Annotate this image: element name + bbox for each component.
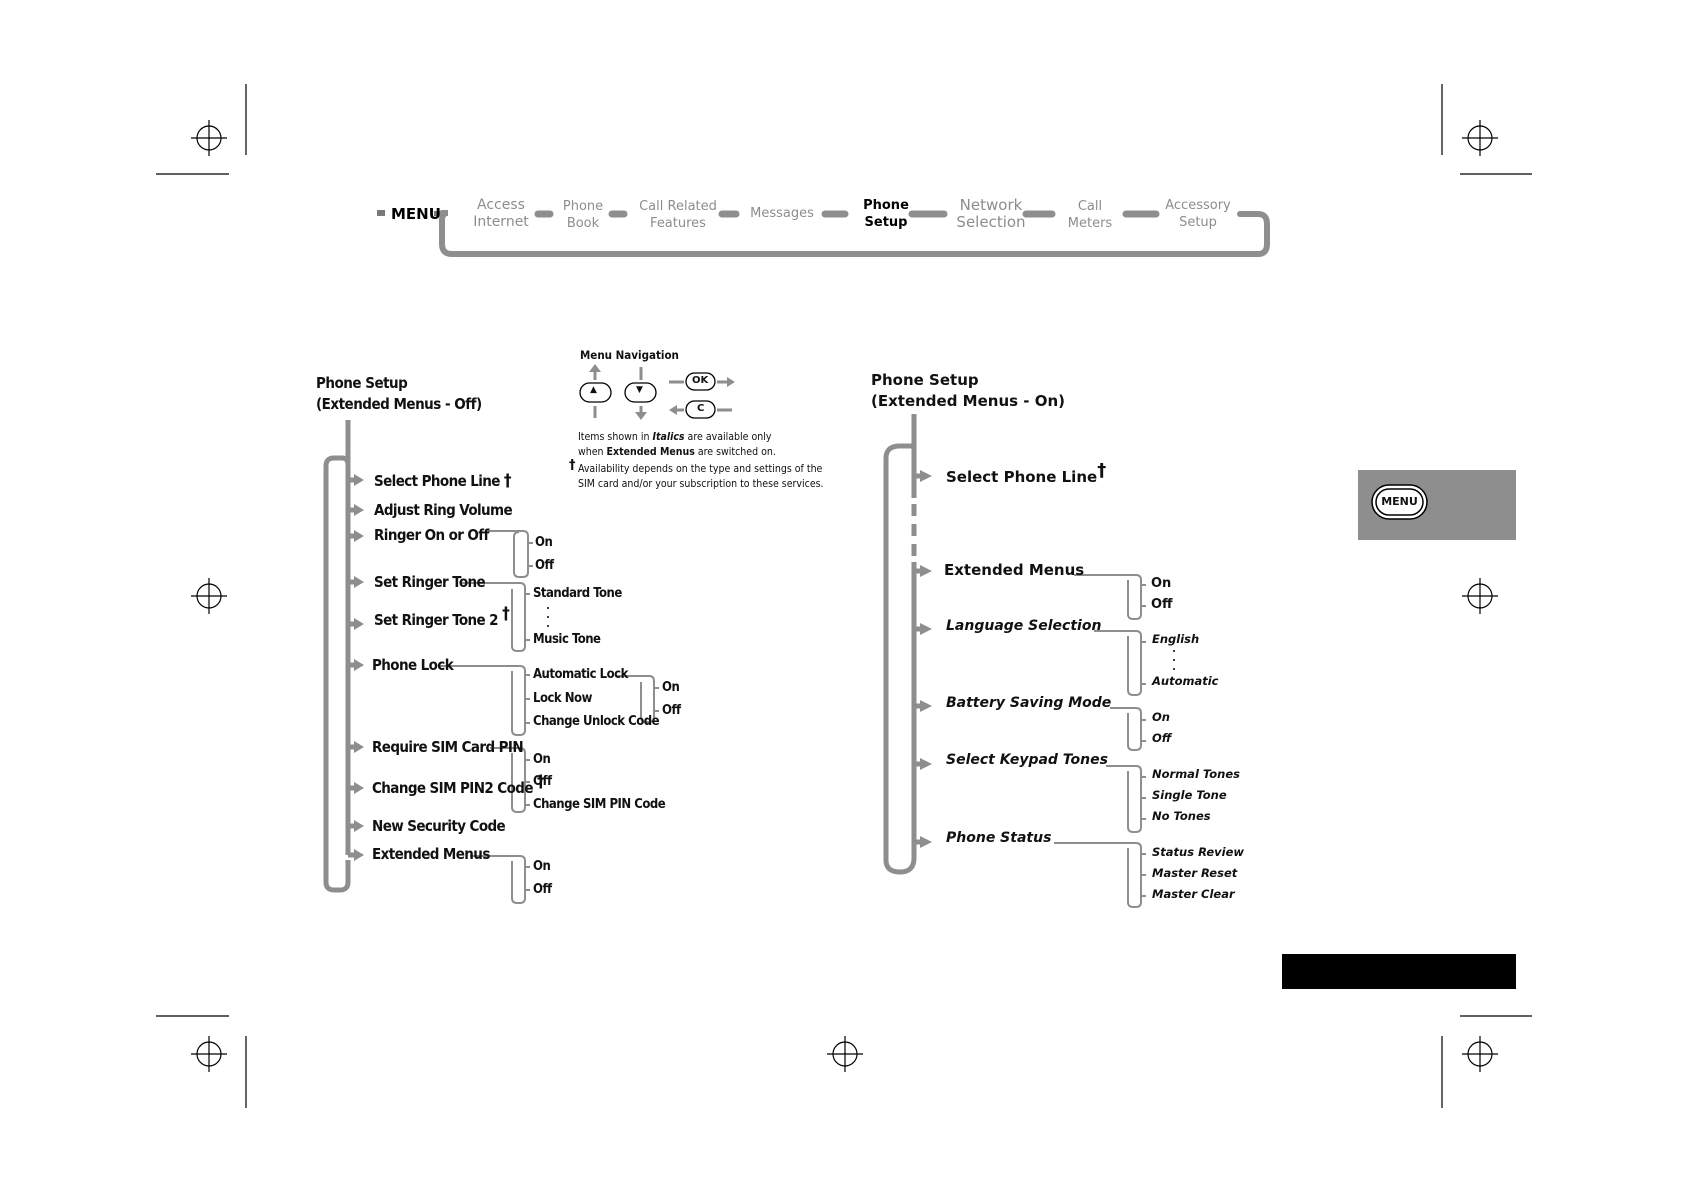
c-key-label: C (697, 403, 705, 414)
right-item-select-phone-line[interactable]: Select Phone Line† (946, 460, 1107, 486)
down-key-label: ▼ (636, 385, 643, 395)
left-item-require-sim-pin[interactable]: Require SIM Card PIN (372, 738, 524, 756)
menu-key-inner (1375, 488, 1424, 516)
left-sub-pin-on[interactable]: On (533, 752, 551, 767)
left-sub-ringer-off[interactable]: Off (535, 558, 554, 573)
right-sub-no-tones[interactable]: No Tones (1152, 809, 1211, 823)
nav-legend-graphic (579, 372, 716, 419)
availability-note: Availability depends on the type and set… (578, 463, 824, 490)
left-sub-auto-lock-off[interactable]: Off (662, 703, 681, 718)
right-sub-battery-on[interactable]: On (1152, 710, 1170, 724)
dagger-mark: † (503, 471, 512, 491)
dagger-mark: † (536, 772, 545, 792)
right-sub-master-clear[interactable]: Master Clear (1152, 887, 1235, 901)
left-sub-ext-off[interactable]: Off (533, 882, 552, 897)
registration-marks (191, 120, 1498, 1072)
right-item-language-selection[interactable]: Language Selection (946, 618, 1102, 634)
left-item-ringer-on-off[interactable]: Ringer On or Off (374, 526, 489, 544)
right-item-battery-saving-mode[interactable]: Battery Saving Mode (946, 695, 1112, 711)
right-sub-ext-on[interactable]: On (1151, 576, 1172, 591)
right-tree-dots (1173, 650, 1175, 670)
left-tree-title: Phone Setup (Extended Menus - Off) (316, 374, 482, 413)
dagger-mark: † (502, 604, 510, 624)
left-sub-pin-off[interactable]: Off (533, 774, 552, 789)
right-sub-single-tone[interactable]: Single Tone (1152, 788, 1227, 802)
right-sub-battery-off[interactable]: Off (1152, 731, 1172, 745)
right-item-extended-menus[interactable]: Extended Menus (944, 561, 1085, 579)
left-item-set-ringer-tone-2[interactable]: Set Ringer Tone 2 † (374, 604, 510, 629)
left-tree-dots (547, 607, 549, 627)
left-sub-automatic-lock[interactable]: Automatic Lock (533, 667, 628, 682)
left-sub-lock-now[interactable]: Lock Now (533, 691, 592, 706)
left-item-select-phone-line[interactable]: Select Phone Line † (374, 471, 512, 491)
right-item-select-keypad-tones[interactable]: Select Keypad Tones (946, 752, 1108, 768)
left-sub-change-unlock-code[interactable]: Change Unlock Code (533, 714, 660, 729)
right-sub-normal-tones[interactable]: Normal Tones (1152, 767, 1240, 781)
right-tree-graphic (883, 414, 1146, 908)
left-tree-graphic (323, 420, 659, 904)
black-bar (1282, 954, 1516, 989)
left-item-phone-lock[interactable]: Phone Lock (372, 656, 454, 674)
right-sub-ext-off[interactable]: Off (1151, 597, 1173, 612)
left-sub-change-sim-pin[interactable]: Change SIM PIN Code (533, 797, 666, 812)
right-sub-master-reset[interactable]: Master Reset (1152, 866, 1238, 880)
left-sub-music-tone[interactable]: Music Tone (533, 632, 601, 647)
right-item-phone-status[interactable]: Phone Status (946, 830, 1052, 846)
left-item-change-sim-pin2[interactable]: Change SIM PIN2 Code † (372, 772, 545, 797)
up-key-label: ▲ (590, 385, 597, 395)
dagger-mark: † (1097, 460, 1107, 481)
menu-bar-graphic (377, 210, 1270, 257)
nav-legend-arrows (589, 364, 735, 420)
side-tab-menu-label[interactable]: MENU (1381, 495, 1418, 508)
menu-item-messages[interactable]: Messages (750, 206, 814, 221)
menu-root-label[interactable]: MENU (391, 205, 441, 223)
nav-legend-title: Menu Navigation (580, 348, 679, 362)
left-item-set-ringer-tone[interactable]: Set Ringer Tone (374, 573, 486, 591)
right-tree-title: Phone Setup (Extended Menus - On) (871, 371, 1066, 410)
left-item-adjust-ring-volume[interactable]: Adjust Ring Volume (374, 501, 513, 519)
italics-note: Items shown in Italics are available onl… (578, 431, 776, 458)
left-item-extended-menus[interactable]: Extended Menus (372, 845, 490, 863)
crop-marks (156, 84, 1532, 1108)
right-sub-automatic[interactable]: Automatic (1152, 674, 1219, 688)
left-sub-ext-on[interactable]: On (533, 859, 551, 874)
left-item-new-security-code[interactable]: New Security Code (372, 817, 506, 835)
left-sub-standard-tone[interactable]: Standard Tone (533, 586, 622, 601)
availability-dagger: † (569, 458, 576, 473)
right-sub-status-review[interactable]: Status Review (1152, 845, 1245, 859)
left-sub-auto-lock-on[interactable]: On (662, 680, 680, 695)
ok-key-label: OK (692, 375, 709, 386)
left-sub-ringer-on[interactable]: On (535, 535, 553, 550)
right-sub-english[interactable]: English (1152, 632, 1200, 646)
